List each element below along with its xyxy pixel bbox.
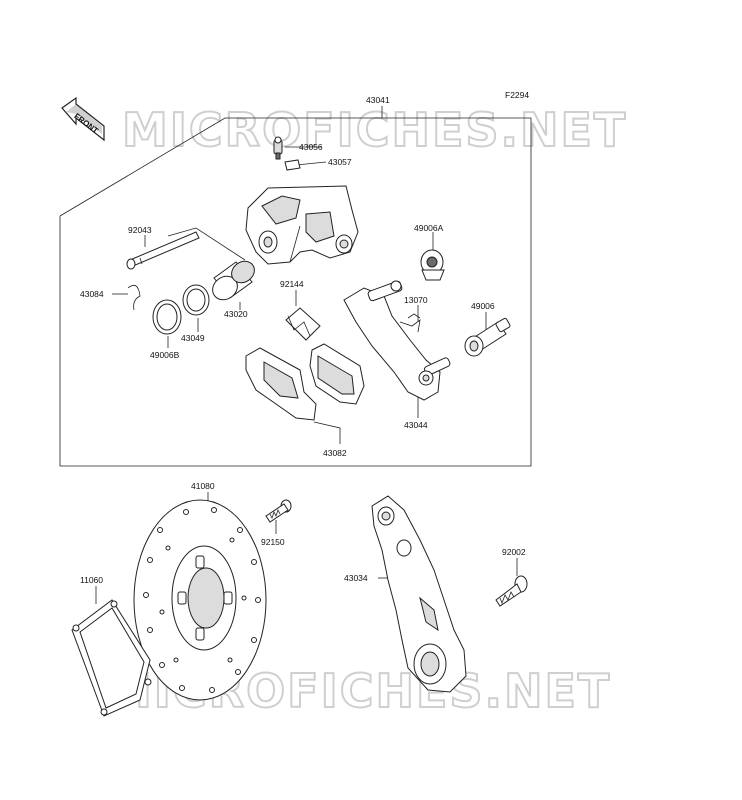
caliper-body: [245, 185, 359, 265]
figure-code: F2294: [505, 90, 529, 100]
part-labels: 43041 43056 43057 92043 49006A 43084 921…: [80, 95, 526, 585]
label-43056: 43056: [299, 142, 323, 152]
label-43044: 43044: [404, 420, 428, 430]
label-43034: 43034: [344, 573, 368, 583]
assembly-box: [59, 117, 532, 467]
pad-retainer-clip: [399, 313, 421, 333]
disc-bolt: [265, 499, 292, 523]
label-49006b: 49006B: [150, 350, 180, 360]
disc-gasket: [71, 599, 152, 717]
label-92150: 92150: [261, 537, 285, 547]
label-92043: 92043: [128, 225, 152, 235]
label-92002: 92002: [502, 547, 526, 557]
pin-clip: [127, 284, 141, 311]
piston-43020: [212, 260, 255, 301]
label-43057: 43057: [328, 157, 352, 167]
brake-disc: [133, 499, 267, 701]
pin-sleeve-49006: [464, 317, 511, 357]
label-43084: 43084: [80, 289, 104, 299]
label-13070: 13070: [404, 295, 428, 305]
label-49006: 49006: [471, 301, 495, 311]
brake-pad-inner: [309, 343, 365, 405]
label-43041: 43041: [366, 95, 390, 105]
label-11060: 11060: [80, 575, 103, 585]
caliper-pin: [126, 231, 200, 270]
brake-pad-outer: [245, 347, 317, 421]
dust-seal-43049: [182, 284, 210, 316]
piston-seal-49006b: [152, 299, 182, 335]
label-43049: 43049: [181, 333, 205, 343]
caliper-mount-bracket: [371, 495, 467, 693]
label-41080: 41080: [191, 481, 215, 491]
bleed-cap: [284, 159, 301, 171]
watermark-top: MICROFICHES.NET: [122, 103, 627, 157]
bleed-valve: [273, 136, 283, 160]
bracket-bolt: [495, 575, 528, 607]
front-arrow-icon: FRONT: [61, 96, 105, 142]
label-43082: 43082: [323, 448, 347, 458]
caliper-bracket: [343, 280, 451, 401]
label-49006a: 49006A: [414, 223, 444, 233]
pin-boot-49006a: [420, 249, 445, 281]
label-43020: 43020: [224, 309, 248, 319]
label-92144: 92144: [280, 279, 304, 289]
pad-spring: [285, 307, 321, 341]
